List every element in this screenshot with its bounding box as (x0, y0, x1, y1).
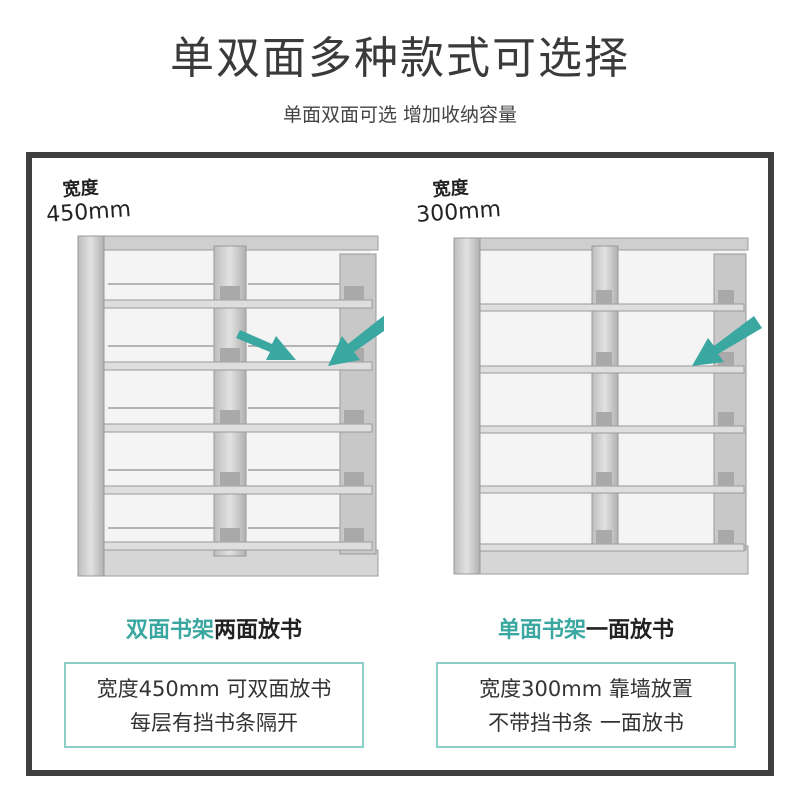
description-line: 宽度450mm 可双面放书 (96, 677, 332, 701)
caption-single: 单面书架一面放书 (436, 612, 736, 644)
page-title: 单双面多种款式可选择 (170, 33, 630, 84)
description-box-double: 宽度450mm 可双面放书 每层有挡书条隔开 (64, 662, 364, 748)
description-line: 每层有挡书条隔开 (130, 711, 298, 735)
caption-rest: 两面放书 (214, 618, 303, 643)
description-line: 不带挡书条 一面放书 (488, 711, 684, 735)
page-subtitle: 单面双面可选 增加收纳容量 (282, 104, 518, 126)
description-box-single: 宽度300mm 靠墙放置 不带挡书条 一面放书 (436, 662, 736, 748)
description-line: 宽度300mm 靠墙放置 (479, 677, 693, 701)
caption-accent: 双面书架 (125, 618, 214, 643)
caption-rest: 一面放书 (586, 618, 675, 643)
single-sided-shelf-image (453, 237, 762, 575)
width-label-single: 宽度 300mm (414, 176, 502, 228)
caption-double: 双面书架两面放书 (64, 612, 364, 644)
double-sided-shelf-image (77, 235, 384, 577)
width-label-double: 宽度 450mm (44, 176, 132, 228)
caption-accent: 单面书架 (497, 618, 586, 643)
